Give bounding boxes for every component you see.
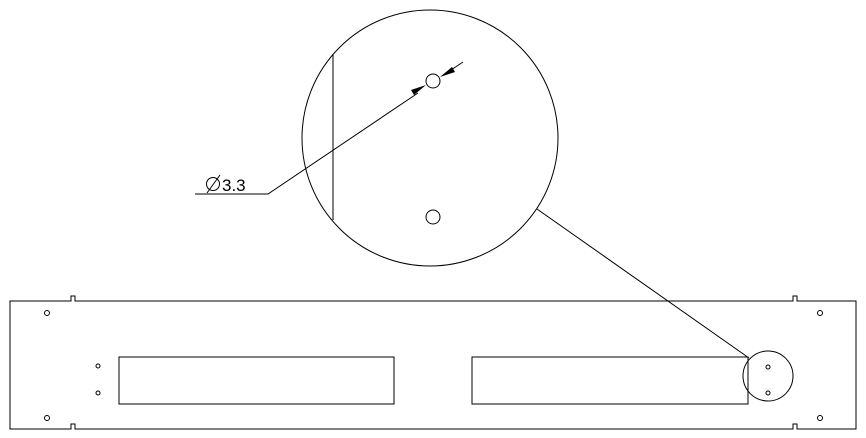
dimension-label: 3.3 <box>206 174 246 195</box>
detail-callout-circle <box>742 350 794 402</box>
diameter-symbol-stroke <box>206 174 221 194</box>
small-hole-right-upper <box>765 364 771 370</box>
small-hole-left-upper <box>95 363 101 369</box>
mounting-hole-bottom-left <box>44 415 50 421</box>
panel-outline <box>9 295 857 430</box>
dimension-leader-line <box>195 92 419 195</box>
mounting-hole-bottom-right <box>817 415 823 421</box>
left-cutout <box>118 356 395 405</box>
mounting-hole-top-right <box>817 310 823 316</box>
small-hole-right-lower <box>765 390 771 396</box>
diameter-symbol-icon <box>206 177 220 191</box>
magnified-hole-upper <box>425 73 441 89</box>
dimension-arrow-left-icon <box>411 85 426 95</box>
small-hole-left-lower <box>95 390 101 396</box>
magnified-hole-lower <box>425 209 441 225</box>
detail-connector-line <box>536 208 750 359</box>
magnified-detail-circle <box>301 9 559 267</box>
dimension-value: 3.3 <box>222 176 246 195</box>
right-cutout <box>471 356 749 405</box>
dimension-arrow-right-icon <box>440 67 455 77</box>
mounting-hole-top-left <box>44 310 50 316</box>
